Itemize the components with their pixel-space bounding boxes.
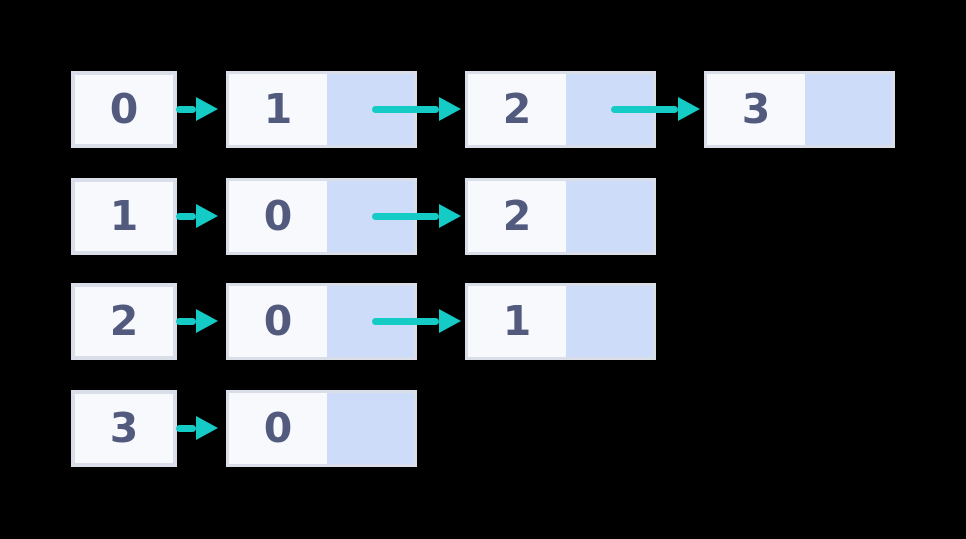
node-data-cell: 3: [707, 74, 805, 145]
arrow-tip: [439, 309, 461, 333]
pointer-cell: [805, 74, 892, 145]
head-arrow-icon: [176, 309, 218, 333]
next-arrow-icon: [372, 204, 461, 228]
head-box: 3: [71, 390, 177, 467]
arrow-shaft: [611, 105, 678, 113]
node-box: 1: [465, 283, 656, 360]
node-label: 3: [741, 85, 771, 133]
node-box: 0: [226, 390, 417, 467]
pointer-cell: [566, 181, 653, 252]
next-arrow-icon: [372, 309, 461, 333]
next-arrow-icon: [611, 97, 700, 121]
arrow-shaft: [176, 105, 196, 113]
arrow-shaft: [176, 317, 196, 325]
node-data-cell: 1: [468, 286, 566, 357]
head-label: 1: [109, 192, 139, 240]
arrow-shaft: [372, 212, 439, 220]
node-label: 0: [263, 404, 293, 452]
head-box: 0: [71, 71, 177, 148]
pointer-cell: [327, 393, 414, 464]
head-box: 2: [71, 283, 177, 360]
node-box: 3: [704, 71, 895, 148]
arrow-tip: [439, 97, 461, 121]
node-data-cell: 0: [229, 393, 327, 464]
head-box: 1: [71, 178, 177, 255]
node-label: 1: [502, 297, 532, 345]
arrow-shaft: [372, 317, 439, 325]
node-data-cell: 0: [229, 286, 327, 357]
node-label: 2: [502, 192, 532, 240]
node-data-cell: 1: [229, 74, 327, 145]
arrow-tip: [439, 204, 461, 228]
next-arrow-icon: [372, 97, 461, 121]
head-arrow-icon: [176, 416, 218, 440]
arrow-tip: [196, 309, 218, 333]
node-label: 0: [263, 192, 293, 240]
arrow-tip: [678, 97, 700, 121]
head-arrow-icon: [176, 204, 218, 228]
node-data-cell: 2: [468, 181, 566, 252]
head-label: 2: [109, 297, 139, 345]
node-label: 2: [502, 85, 532, 133]
node-label: 1: [263, 85, 293, 133]
head-label: 3: [109, 404, 139, 452]
node-data-cell: 0: [229, 181, 327, 252]
arrow-shaft: [372, 105, 439, 113]
arrow-shaft: [176, 212, 196, 220]
pointer-cell: [566, 286, 653, 357]
head-label: 0: [109, 85, 139, 133]
arrow-shaft: [176, 424, 196, 432]
head-arrow-icon: [176, 97, 218, 121]
node-data-cell: 2: [468, 74, 566, 145]
arrow-tip: [196, 416, 218, 440]
node-box: 2: [465, 178, 656, 255]
arrow-tip: [196, 97, 218, 121]
node-label: 0: [263, 297, 293, 345]
arrow-tip: [196, 204, 218, 228]
